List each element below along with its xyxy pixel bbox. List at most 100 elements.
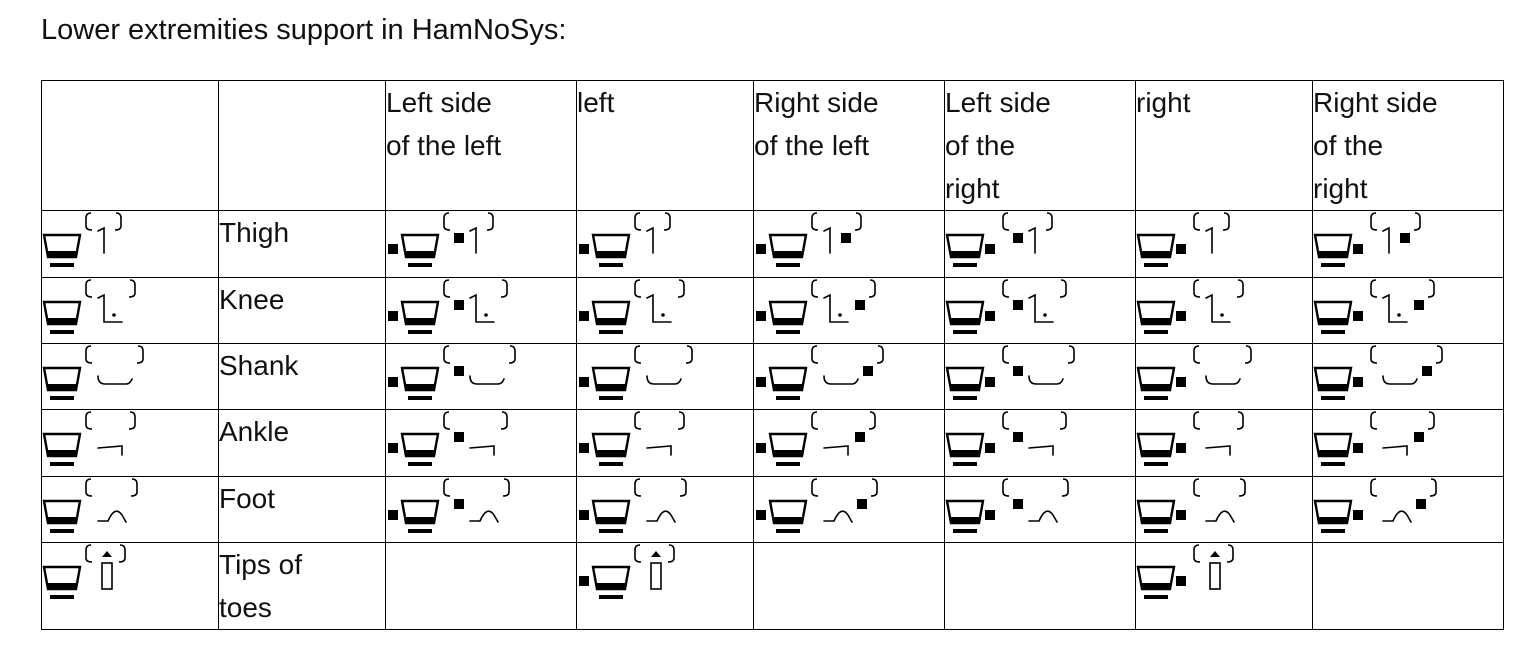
table-row-thigh: Thigh xyxy=(41,210,1504,278)
close-bracket-icon xyxy=(1244,345,1252,364)
hamnosys-symbol xyxy=(1136,411,1244,466)
hamnosys-side-marker xyxy=(985,244,995,254)
hamnosys-side-marker xyxy=(1013,499,1023,509)
header-empty-cell xyxy=(218,80,386,211)
hamnosys-symbol xyxy=(388,345,516,400)
table-row-foot: Foot xyxy=(41,476,1504,543)
hamnosys-side-marker xyxy=(388,244,398,254)
close-bracket-icon xyxy=(1045,212,1053,231)
body-part-label: Thigh xyxy=(218,210,386,278)
column-header-left: left xyxy=(576,80,754,211)
hamnosys-symbol xyxy=(388,478,510,533)
hamnosys-symbol xyxy=(1313,279,1435,334)
symbol-cell xyxy=(753,277,945,344)
hamnosys-side-marker xyxy=(855,432,865,442)
symbol-cell xyxy=(944,210,1136,278)
hamnosys-symbol xyxy=(1313,478,1437,533)
hamnosys-side-marker xyxy=(579,244,589,254)
symbol-cell xyxy=(576,542,754,630)
hamnosys-foot-symbol xyxy=(1382,510,1412,523)
hamnosys-lower-body-symbol xyxy=(591,366,631,400)
hamnosys-symbol xyxy=(1136,345,1252,400)
open-bracket-icon xyxy=(1370,279,1378,298)
open-bracket-icon xyxy=(1002,478,1010,497)
hamnosys-symbol xyxy=(945,478,1069,533)
body-part-label-line: Foot xyxy=(219,483,276,514)
hamnosys-ankle-symbol xyxy=(469,445,495,456)
close-bracket-icon xyxy=(1059,411,1067,430)
body-part-label-line: toes xyxy=(219,592,272,623)
hamnosys-lower-body-symbol xyxy=(768,300,808,334)
body-part-label-line: Knee xyxy=(219,284,285,315)
open-bracket-icon xyxy=(443,345,451,364)
header-line: Right side xyxy=(754,87,879,118)
open-bracket-icon xyxy=(1370,411,1378,430)
hamnosys-symbol xyxy=(756,212,862,267)
hamnosys-side-marker xyxy=(863,366,873,376)
symbol-cell xyxy=(41,542,219,630)
open-bracket-icon xyxy=(85,411,93,430)
symbol-cell xyxy=(1135,210,1313,278)
close-bracket-icon xyxy=(1413,212,1421,231)
hamnosys-symbol xyxy=(756,411,876,466)
hamnosys-symbol xyxy=(579,345,693,400)
table-header-row: Left side of the left left Right side of… xyxy=(41,80,1504,211)
hamnosys-lower-body-symbol xyxy=(768,366,808,400)
body-part-label: Knee xyxy=(218,277,386,344)
hamnosys-side-marker xyxy=(857,499,867,509)
hamnosys-ankle-symbol xyxy=(1028,445,1054,456)
empty-cell xyxy=(1312,542,1504,630)
open-bracket-icon xyxy=(811,279,819,298)
hamnosys-thigh-symbol xyxy=(97,226,105,254)
hamnosys-side-marker xyxy=(388,510,398,520)
body-part-label-line: Thigh xyxy=(219,217,290,248)
hamnosys-symbol xyxy=(1313,345,1443,400)
hamnosys-ankle-symbol xyxy=(646,445,672,456)
hamnosys-lower-body-symbol xyxy=(1136,565,1176,599)
hamnosys-side-marker xyxy=(1416,499,1426,509)
hamnosys-lower-body-symbol xyxy=(1136,300,1176,334)
hamnosys-side-marker xyxy=(1013,233,1023,243)
hamnosys-lower-body-symbol xyxy=(591,432,631,466)
hamnosys-side-marker xyxy=(1353,443,1363,453)
hamnosys-side-marker xyxy=(1353,377,1363,387)
hamnosys-side-marker xyxy=(454,432,464,442)
hamnosys-knee-symbol xyxy=(823,293,849,323)
header-line: of the left xyxy=(754,130,870,161)
open-bracket-icon xyxy=(443,411,451,430)
hamnosys-lower-body-symbol xyxy=(1313,300,1353,334)
hamnosys-symbol xyxy=(756,345,884,400)
symbol-cell xyxy=(1135,476,1313,543)
body-part-label-line: Ankle xyxy=(219,416,290,447)
hamnosys-lower-body-symbol xyxy=(42,432,82,466)
hamnosys-side-marker xyxy=(1013,300,1023,310)
hamnosys-thigh-symbol xyxy=(1382,226,1390,254)
hamnosys-lower-body-symbol xyxy=(1136,233,1176,267)
close-bracket-icon xyxy=(500,411,508,430)
symbol-cell xyxy=(385,277,577,344)
close-bracket-icon xyxy=(128,279,136,298)
symbol-cell xyxy=(753,409,945,477)
hamnosys-side-marker xyxy=(579,510,589,520)
hamnosys-symbol xyxy=(388,212,494,267)
hamnosys-shank-symbol xyxy=(97,375,133,385)
hamnosys-side-marker xyxy=(855,300,865,310)
hamnosys-side-marker xyxy=(388,443,398,453)
open-bracket-icon xyxy=(634,411,642,430)
open-bracket-icon xyxy=(634,544,642,563)
hamnosys-lower-body-symbol xyxy=(400,499,440,533)
close-bracket-icon xyxy=(667,544,675,563)
close-bracket-icon xyxy=(500,279,508,298)
symbol-cell xyxy=(41,210,219,278)
hamnosys-side-marker xyxy=(1176,311,1186,321)
close-bracket-icon xyxy=(677,279,685,298)
hamnosys-side-marker xyxy=(1353,510,1363,520)
close-bracket-icon xyxy=(868,411,876,430)
hamnosys-lower-body-symbol xyxy=(945,366,985,400)
body-part-label: Shank xyxy=(218,343,386,410)
open-bracket-icon xyxy=(634,279,642,298)
open-bracket-icon xyxy=(811,478,819,497)
hamnosys-symbol xyxy=(388,411,508,466)
close-bracket-icon xyxy=(677,411,685,430)
